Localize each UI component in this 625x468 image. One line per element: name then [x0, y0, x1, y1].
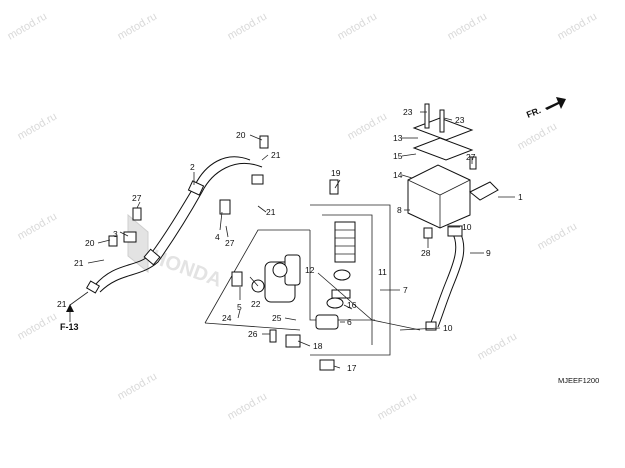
reference-arrow-icon	[66, 304, 74, 312]
hose-clip	[85, 280, 101, 294]
watermark-text: motod.ru	[346, 110, 390, 142]
watermark-text: motod.ru	[16, 210, 60, 242]
label-part-11: 11	[378, 267, 387, 277]
master-cylinder-hose	[429, 231, 457, 326]
label-part-21-left: 21	[74, 258, 84, 268]
bolt	[469, 156, 477, 170]
label-part-21-lower: 21	[57, 299, 67, 309]
arrow-icon	[545, 97, 566, 110]
label-part-27-left: 27	[132, 193, 142, 203]
honda-logo: HONDA	[127, 213, 225, 292]
label-part-23-right: 23	[455, 115, 465, 125]
bolt	[329, 179, 339, 195]
honda-logo-text: HONDA	[148, 246, 224, 292]
label-part-18: 18	[313, 341, 323, 351]
fitting	[285, 334, 301, 348]
reservoir-assembly	[407, 103, 499, 229]
screw	[439, 109, 445, 133]
label-part-15: 15	[393, 151, 403, 161]
label-part-4: 4	[215, 232, 220, 242]
label-part-9: 9	[486, 248, 491, 258]
label-part-17: 17	[347, 363, 357, 373]
reference-label: F-13	[60, 322, 79, 332]
hose-clip	[447, 225, 463, 237]
watermark-text: motod.ru	[336, 10, 380, 42]
watermark-text: motod.ru	[116, 370, 160, 402]
label-part-10-upper: 10	[462, 222, 472, 232]
front-direction-indicator: FR.	[525, 97, 566, 120]
watermark-text: motod.ru	[226, 10, 270, 42]
hose-clip	[143, 248, 161, 266]
label-part-2: 2	[190, 162, 195, 172]
label-part-23-left: 23	[403, 107, 413, 117]
watermark-layer: motod.ru motod.ru motod.ru motod.ru moto…	[6, 10, 600, 422]
label-part-7: 7	[403, 285, 408, 295]
bolt	[108, 235, 118, 247]
hose-clip	[425, 321, 437, 331]
label-part-21-upper: 21	[271, 150, 281, 160]
label-part-13: 13	[393, 133, 403, 143]
label-part-20-lower: 20	[85, 238, 95, 248]
bolt	[123, 231, 137, 243]
piston-kit	[315, 221, 356, 330]
watermark-text: motod.ru	[226, 390, 270, 422]
master-cylinder-body	[251, 254, 301, 303]
label-part-26: 26	[248, 329, 258, 339]
reservoir-hose	[85, 156, 264, 294]
assembly-box	[310, 204, 391, 356]
front-direction-label: FR.	[525, 105, 542, 120]
label-part-19: 19	[331, 168, 341, 178]
label-part-12: 12	[305, 265, 315, 275]
watermark-text: motod.ru	[116, 10, 160, 42]
watermark-text: motod.ru	[16, 310, 60, 342]
watermark-text: motod.ru	[6, 10, 50, 42]
label-part-3: 3	[113, 229, 118, 239]
label-part-5: 5	[237, 302, 242, 312]
watermark-text: motod.ru	[536, 220, 580, 252]
pin	[269, 329, 277, 343]
label-part-21-middle: 21	[266, 207, 276, 217]
watermark-text: motod.ru	[516, 120, 560, 152]
watermark-text: motod.ru	[476, 330, 520, 362]
label-part-6: 6	[347, 317, 352, 327]
label-part-27-right: 27	[466, 152, 476, 162]
label-part-16: 16	[347, 300, 357, 310]
bolt	[319, 359, 335, 371]
watermark-text: motod.ru	[556, 10, 600, 42]
screw	[424, 103, 430, 129]
reservoir-plate	[412, 137, 474, 161]
hose-clip	[187, 180, 205, 196]
label-part-14: 14	[393, 170, 403, 180]
clip	[219, 199, 231, 215]
watermark-text: motod.ru	[16, 110, 60, 142]
label-part-10-lower: 10	[443, 323, 453, 333]
hose-clip	[251, 174, 264, 185]
label-part-22: 22	[251, 299, 261, 309]
label-part-27-middle: 27	[225, 238, 235, 248]
watermark-text: motod.ru	[446, 10, 490, 42]
watermark-text: motod.ru	[376, 390, 420, 422]
label-part-25: 25	[272, 313, 282, 323]
bolt	[423, 227, 433, 239]
reservoir-body	[407, 164, 471, 229]
label-part-1: 1	[518, 192, 523, 202]
reservoir-bracket	[469, 181, 499, 201]
leader-lines	[69, 111, 515, 369]
label-part-8: 8	[397, 205, 402, 215]
label-part-20-upper: 20	[236, 130, 246, 140]
diagram-code: MJEEF1200	[558, 376, 599, 385]
bolt	[231, 271, 243, 287]
part-labels: 1 2 3 4 5 6 7 8 9 10 10 11 12 13 14 15 1…	[57, 107, 599, 385]
bolt	[132, 207, 142, 221]
label-part-28: 28	[421, 248, 431, 258]
label-part-24: 24	[222, 313, 232, 323]
bolt	[259, 135, 269, 149]
